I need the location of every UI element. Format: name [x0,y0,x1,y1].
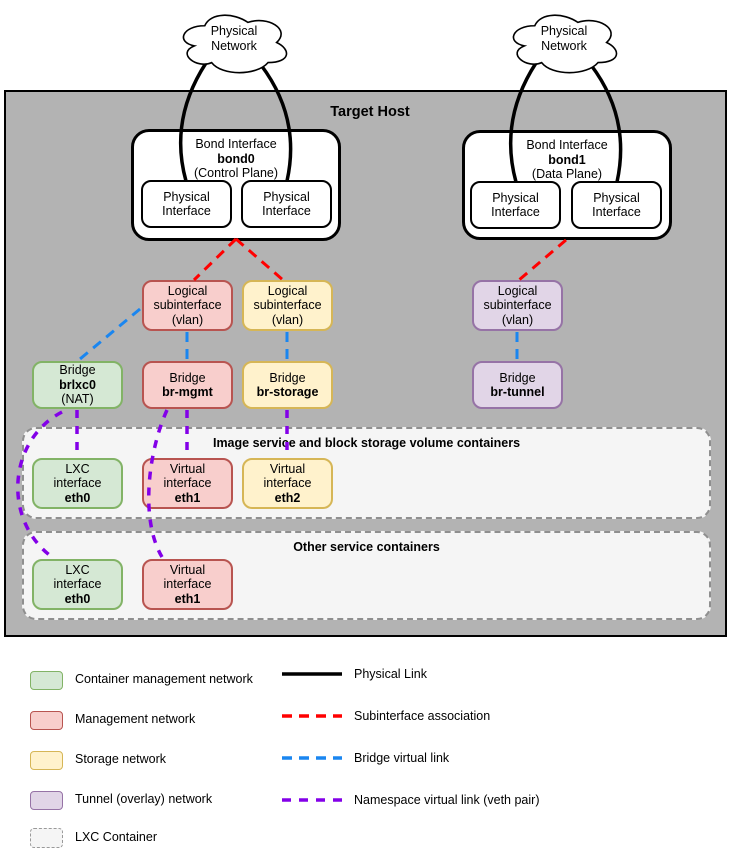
bond0-title: Bond Interface [195,137,277,151]
bridge-brlxc0-box: Bridge brlxc0 (NAT) [32,361,123,409]
physical-interface-label: Physical Interface [491,190,540,220]
bridge-br-storage-box: Bridge br-storage [242,361,333,409]
container1-eth0-box: LXC interface eth0 [32,458,123,509]
target-host-title: Target Host [330,104,410,120]
lxc-container-swatch [30,828,63,848]
bond0-name: bond0 [217,151,255,166]
legend-physical-link-label: Physical Link [354,667,427,681]
bond1-physical-interface-right: Physical Interface [571,181,662,229]
bond0-physical-interface-right: Physical Interface [241,180,332,228]
container-other-services-title: Other service containers [293,540,440,554]
cloud-left-label: Physical Network [210,24,258,53]
physical-interface-label: Physical Interface [262,189,311,219]
legend-namespace-link-label: Namespace virtual link (veth pair) [354,793,540,807]
bond0-plane: (Control Plane) [193,166,279,180]
legend-row-storage: Storage network [30,750,166,770]
purple-swatch [30,790,63,810]
legend-row-tunnel: Tunnel (overlay) network [30,790,212,810]
cloud-right-label: Physical Network [540,24,588,53]
container1-eth1-box: Virtual interface eth1 [142,458,233,509]
vlan-tunnel-box: Logical subinterface (vlan) [472,280,563,331]
yellow-swatch [30,750,63,770]
bridge-br-tunnel-box: Bridge br-tunnel [472,361,563,409]
bond1-plane: (Data Plane) [531,167,603,181]
bond0-physical-interface-left: Physical Interface [141,180,232,228]
legend-line-samples [282,672,342,802]
container-image-storage: Image service and block storage volume c… [22,427,711,519]
legend-bridge-link-label: Bridge virtual link [354,751,450,765]
bond1-name: bond1 [548,152,586,167]
legend-row-container-mgmt: Container management network [30,670,253,690]
container-image-storage-title: Image service and block storage volume c… [212,436,521,450]
bond1-physical-interface-left: Physical Interface [470,181,561,229]
legend-row-lxc: LXC Container [30,828,157,848]
physical-interface-label: Physical Interface [162,189,211,219]
container1-eth2-box: Virtual interface eth2 [242,458,333,509]
container2-eth1-box: Virtual interface eth1 [142,559,233,610]
physical-interface-label: Physical Interface [592,190,641,220]
legend-row-mgmt: Management network [30,710,195,730]
container-other-services: Other service containers [22,531,711,620]
bond1-title: Bond Interface [526,138,608,152]
legend-subinterface-label: Subinterface association [354,709,491,723]
vlan-mgmt-box: Logical subinterface (vlan) [142,280,233,331]
green-swatch [30,670,63,690]
red-swatch [30,710,63,730]
bridge-br-mgmt-box: Bridge br-mgmt [142,361,233,409]
container2-eth0-box: LXC interface eth0 [32,559,123,610]
vlan-storage-box: Logical subinterface (vlan) [242,280,333,331]
